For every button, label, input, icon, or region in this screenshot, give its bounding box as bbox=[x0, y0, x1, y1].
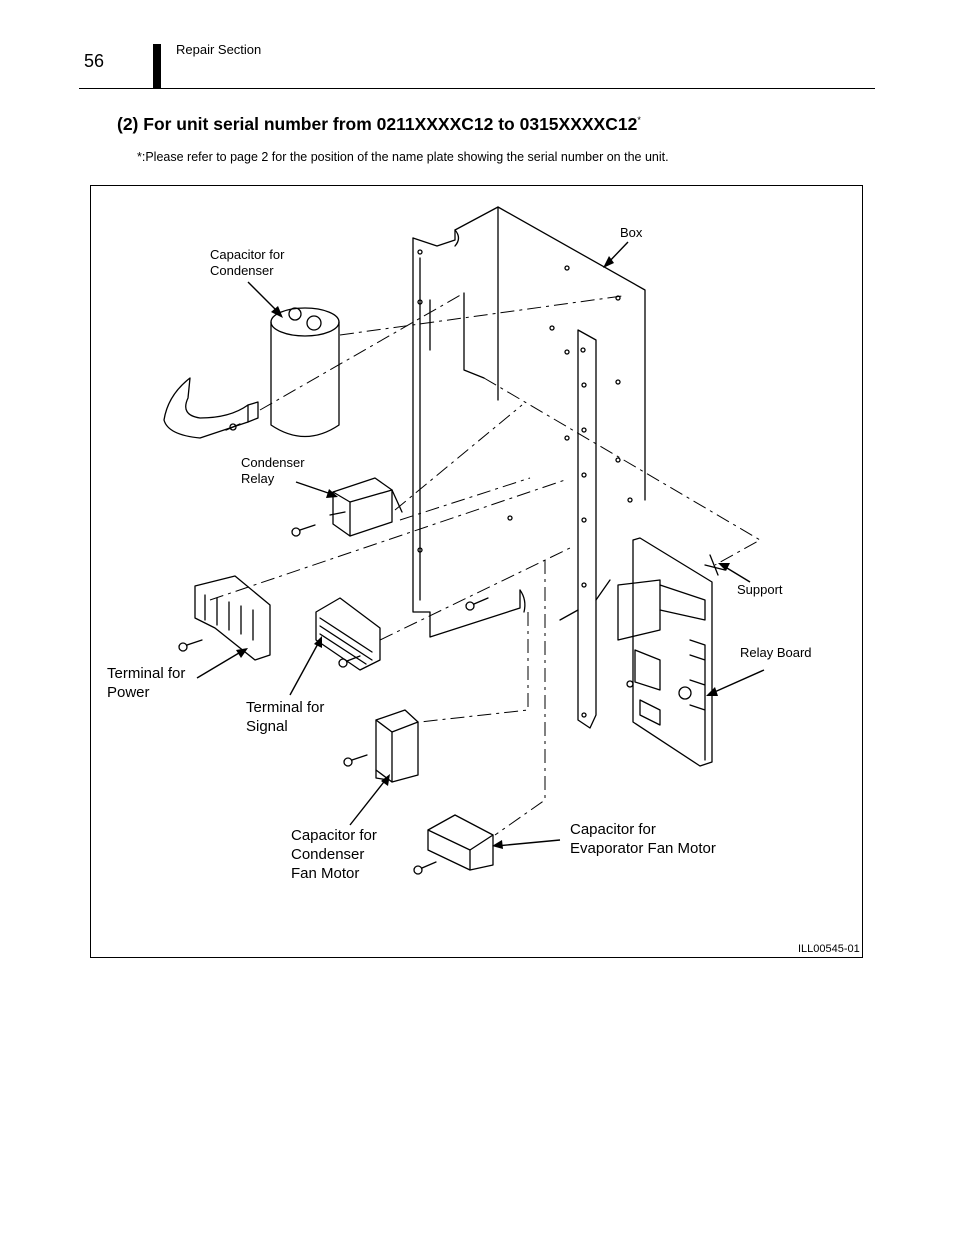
arrow-condenser-relay bbox=[295, 481, 335, 496]
figure-id: ILL00545-01 bbox=[798, 943, 860, 955]
label-line: Capacitor for bbox=[291, 827, 377, 844]
terminal-signal-drawing bbox=[315, 597, 381, 671]
arrow-terminal-signal bbox=[289, 639, 321, 696]
arrow-capacitor-condenser-fan bbox=[349, 777, 388, 826]
footnote-mark: * bbox=[637, 115, 641, 126]
label-capacitor-condenser: Capacitor for Condenser bbox=[210, 247, 284, 279]
arrow-relay-board bbox=[709, 669, 765, 695]
label-terminal-signal: Terminal for Signal bbox=[246, 698, 324, 736]
section-title: (2) For unit serial number from 0211XXXX… bbox=[117, 114, 641, 135]
section-name: Repair Section bbox=[176, 42, 262, 57]
arrow-capacitor-evaporator-fan bbox=[495, 839, 561, 847]
capacitor-condenser-fan-drawing bbox=[343, 709, 419, 783]
label-terminal-power: Terminal for Power bbox=[107, 664, 185, 702]
label-line: Signal bbox=[246, 718, 288, 735]
capacitor-evaporator-fan-drawing bbox=[413, 814, 494, 875]
label-line: Capacitor for bbox=[570, 821, 656, 838]
exploded-diagram-frame bbox=[90, 185, 863, 958]
capacitor-condenser-drawing bbox=[163, 307, 340, 439]
section-title-text: (2) For unit serial number from 0211XXXX… bbox=[117, 114, 638, 134]
header-rule bbox=[79, 88, 875, 89]
label-capacitor-condenser-fan: Capacitor for Condenser Fan Motor bbox=[291, 826, 377, 883]
serial-number-note: *:Please refer to page 2 for the positio… bbox=[137, 150, 669, 164]
label-line: Condenser bbox=[291, 846, 365, 863]
terminal-power-drawing bbox=[178, 575, 271, 661]
condenser-relay-drawing bbox=[291, 477, 403, 537]
label-box: Box bbox=[620, 225, 643, 240]
relay-board-drawing bbox=[465, 537, 726, 767]
label-line: Terminal for bbox=[246, 699, 325, 716]
label-line: Capacitor for bbox=[210, 247, 285, 262]
label-line: Relay bbox=[241, 471, 275, 486]
label-line: Power bbox=[107, 684, 150, 701]
arrow-capacitor-condenser bbox=[247, 281, 281, 315]
label-line: Evaporator Fan Motor bbox=[570, 840, 716, 857]
label-condenser-relay: Condenser Relay bbox=[241, 455, 305, 487]
label-support: Support bbox=[737, 582, 783, 597]
arrow-terminal-power bbox=[196, 649, 245, 679]
page-number: 56 bbox=[84, 51, 105, 71]
label-line: Condenser bbox=[241, 455, 305, 470]
header-bar bbox=[153, 44, 161, 88]
label-line: Terminal for bbox=[107, 665, 186, 682]
label-line: Fan Motor bbox=[291, 865, 360, 882]
label-capacitor-evaporator-fan: Capacitor for Evaporator Fan Motor bbox=[570, 820, 716, 858]
label-line: Condenser bbox=[210, 263, 274, 278]
label-relay-board: Relay Board bbox=[740, 645, 812, 660]
control-box-drawing bbox=[412, 206, 646, 729]
